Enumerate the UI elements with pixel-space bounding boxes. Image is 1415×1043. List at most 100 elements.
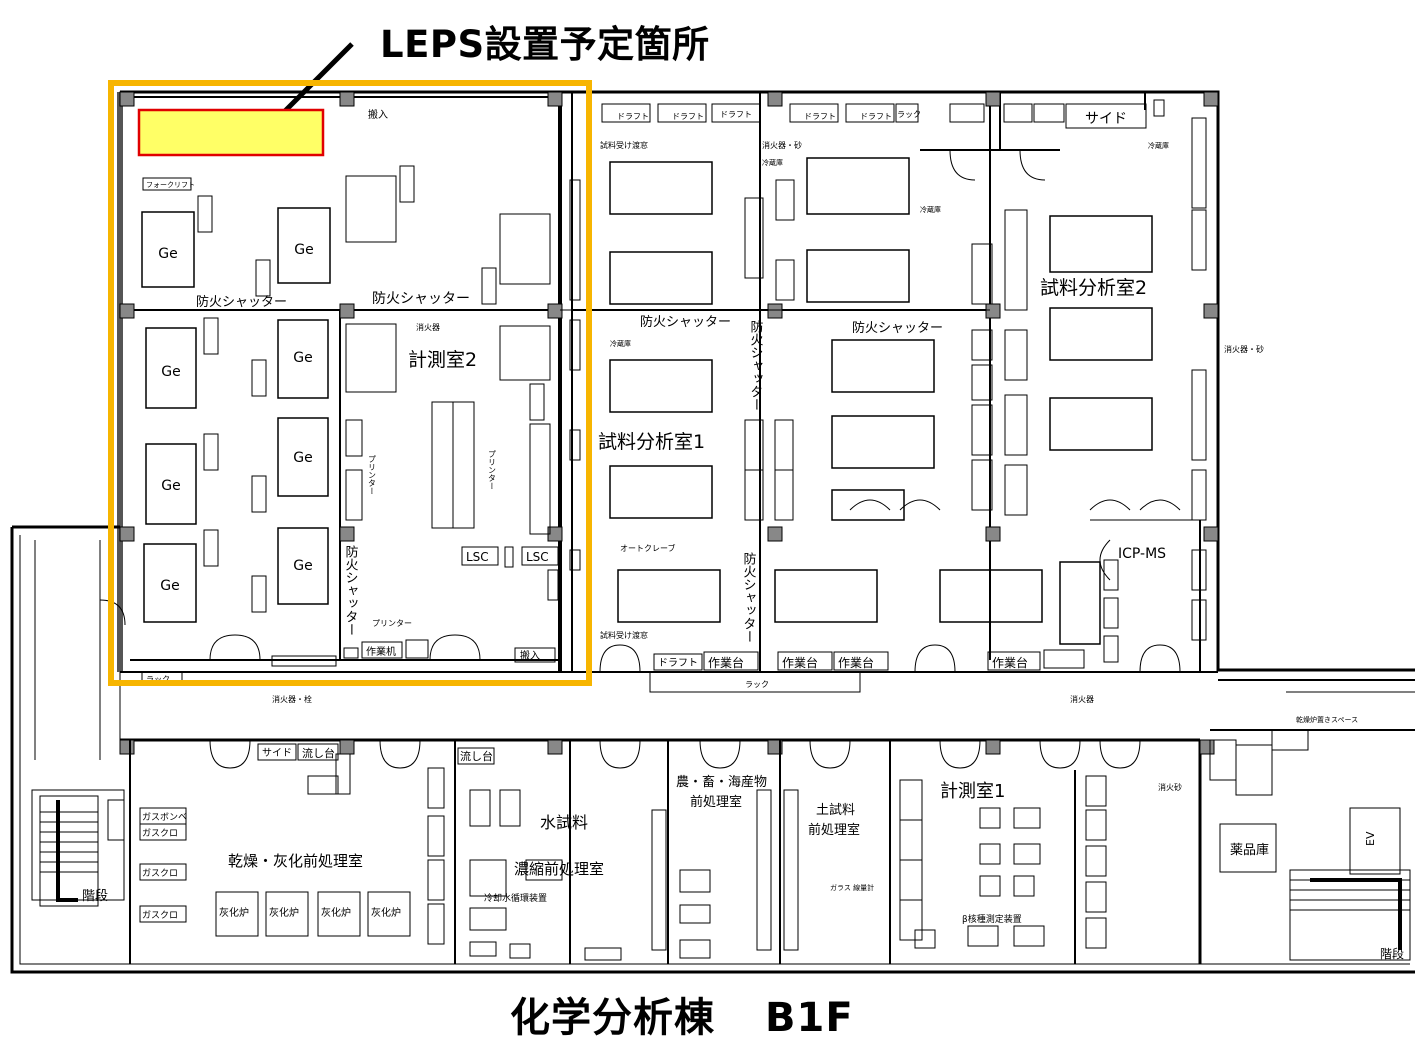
- svg-text:ICP-MS: ICP-MS: [1118, 546, 1166, 562]
- svg-text:ドラフト: ドラフト: [860, 112, 892, 121]
- svg-text:薬品庫: 薬品庫: [1230, 843, 1269, 858]
- room-labels: 計測室2 試料分析室1 試料分析室2 ICP-MS 防火シャッター 防火シャッタ…: [196, 140, 1358, 792]
- ge-label: Ge: [161, 364, 180, 380]
- svg-text:防火シャッター: 防火シャッター: [640, 314, 731, 330]
- svg-text:前処理室: 前処理室: [808, 822, 860, 838]
- svg-text:計測室2: 計測室2: [408, 349, 477, 371]
- svg-text:灰化炉: 灰化炉: [219, 906, 249, 919]
- svg-text:ドラフト: ドラフト: [804, 112, 836, 121]
- leps-target-area: [137, 108, 325, 157]
- svg-text:サイド: サイド: [262, 747, 292, 759]
- forklift-label: フォークリフト: [146, 181, 195, 189]
- svg-text:消火砂: 消火砂: [1158, 782, 1182, 792]
- carry-in-label: 搬入: [368, 108, 388, 121]
- vertical-labels: 防火シャッター 防火シャッター 防火シャッター プリンター プリンター: [343, 319, 764, 643]
- draft-labels: ドラフト ドラフト ドラフト ドラフト ドラフト ラック サイド ドラフト 作業…: [146, 110, 1127, 689]
- ge-label: Ge: [160, 578, 179, 594]
- svg-text:ガスクロ: ガスクロ: [142, 910, 178, 921]
- svg-text:試料分析室1: 試料分析室1: [598, 431, 705, 453]
- svg-text:ドラフト: ドラフト: [658, 657, 698, 669]
- ge-label: Ge: [161, 478, 180, 494]
- svg-text:消火器・砂: 消火器・砂: [762, 140, 802, 150]
- fire-shutters: [339, 309, 990, 420]
- svg-text:ラック: ラック: [745, 680, 769, 689]
- worktable-label: 作業机: [366, 645, 396, 658]
- ge-label: Ge: [158, 246, 177, 262]
- svg-text:消火器: 消火器: [1070, 694, 1094, 704]
- svg-text:冷蔵庫: 冷蔵庫: [610, 339, 631, 348]
- svg-text:水試料: 水試料: [540, 813, 588, 832]
- svg-text:冷蔵庫: 冷蔵庫: [920, 205, 941, 214]
- svg-text:階段: 階段: [82, 889, 108, 904]
- svg-text:冷蔵庫: 冷蔵庫: [762, 158, 783, 167]
- svg-text:乾燥炉置きスペース: 乾燥炉置きスペース: [1296, 715, 1358, 724]
- svg-text:β核種測定装置: β核種測定装置: [962, 913, 1022, 925]
- svg-text:消火器・砂: 消火器・砂: [1224, 344, 1264, 354]
- lower-equipment: [31, 729, 1401, 961]
- doors: [209, 149, 1181, 769]
- svg-text:作業台: 作業台: [782, 655, 818, 670]
- svg-text:消火器: 消火器: [416, 322, 440, 332]
- svg-text:灰化炉: 灰化炉: [269, 906, 299, 919]
- floor-plan: Ge Ge Ge Ge Ge Ge Ge Ge 搬入 フォークリフト 搬入 作業…: [10, 42, 1415, 974]
- building-floor-title: 化学分析棟 B1F: [510, 985, 854, 1043]
- svg-text:サイド: サイド: [1085, 111, 1127, 127]
- pillars: [119, 91, 1219, 755]
- building-walls: [10, 90, 1415, 974]
- svg-text:ドラフト: ドラフト: [617, 112, 649, 121]
- svg-text:農・畜・海産物: 農・畜・海産物: [676, 774, 767, 790]
- svg-text:流し台: 流し台: [302, 746, 335, 760]
- svg-text:前処理室: 前処理室: [690, 794, 742, 810]
- stairs-left: [39, 795, 99, 907]
- svg-text:作業台: 作業台: [708, 655, 744, 670]
- analysis-tables: [609, 157, 1153, 645]
- svg-text:防火シャッター: 防火シャッター: [748, 319, 764, 411]
- svg-text:土試料: 土試料: [816, 802, 855, 818]
- svg-text:作業台: 作業台: [992, 655, 1028, 670]
- svg-text:灰化炉: 灰化炉: [371, 906, 401, 919]
- svg-text:ドラフト: ドラフト: [720, 110, 752, 119]
- svg-text:ガスボンベ: ガスボンベ: [142, 812, 187, 823]
- lsc-units: LSC LSC: [461, 546, 559, 566]
- svg-text:防火シャッター: 防火シャッター: [372, 291, 470, 307]
- svg-text:防火シャッター: 防火シャッター: [196, 294, 287, 310]
- floor-name: B1F: [765, 995, 854, 1041]
- svg-text:EV: EV: [1364, 831, 1377, 846]
- lower-partitions: [129, 740, 1076, 964]
- svg-text:ガスクロ: ガスクロ: [142, 868, 178, 879]
- svg-text:試料受け渡窓: 試料受け渡窓: [600, 630, 648, 640]
- svg-text:ラック: ラック: [146, 675, 170, 684]
- ge-box: [141, 207, 331, 623]
- small-equipment: [142, 165, 581, 667]
- svg-text:LSC: LSC: [466, 550, 489, 564]
- svg-text:プリンター: プリンター: [372, 619, 412, 628]
- svg-text:試料分析室2: 試料分析室2: [1040, 277, 1147, 299]
- svg-text:ラック: ラック: [897, 110, 921, 119]
- svg-text:乾燥・灰化前処理室: 乾燥・灰化前処理室: [228, 852, 363, 870]
- svg-text:防火シャッター: 防火シャッター: [852, 320, 943, 336]
- ge-detectors: Ge Ge Ge Ge Ge Ge Ge Ge: [141, 207, 331, 623]
- svg-text:冷蔵庫: 冷蔵庫: [1148, 141, 1169, 150]
- svg-text:LSC: LSC: [526, 550, 549, 564]
- ge-label: Ge: [293, 350, 312, 366]
- svg-text:ドラフト: ドラフト: [672, 112, 704, 121]
- lower-labels: 乾燥・灰化前処理室 水試料 濃縮前処理室 農・畜・海産物 前処理室 土試料 前処…: [82, 746, 1404, 961]
- ge-label: Ge: [294, 242, 313, 258]
- svg-text:流し台: 流し台: [460, 749, 493, 763]
- svg-text:オートクレーブ: オートクレーブ: [620, 543, 676, 553]
- annotation-title: LEPS設置予定箇所: [380, 23, 710, 66]
- stairs-right: [1289, 869, 1411, 961]
- ge-label: Ge: [293, 558, 312, 574]
- svg-text:ガラス 線量計: ガラス 線量計: [830, 883, 874, 892]
- leps-highlight-frame: [108, 80, 592, 686]
- svg-text:消火器・栓: 消火器・栓: [272, 694, 312, 704]
- svg-text:計測室1: 計測室1: [940, 781, 1005, 802]
- svg-text:ガスクロ: ガスクロ: [142, 828, 178, 839]
- svg-text:階段: 階段: [1380, 946, 1404, 961]
- svg-text:防火シャッター: 防火シャッター: [343, 544, 359, 636]
- svg-text:冷却水循環装置: 冷却水循環装置: [484, 892, 547, 904]
- carry-in-label: 搬入: [520, 649, 540, 662]
- svg-text:防火シャッター: 防火シャッター: [741, 551, 757, 643]
- svg-text:試料受け渡窓: 試料受け渡窓: [600, 140, 648, 150]
- building-name: 化学分析棟: [510, 995, 715, 1041]
